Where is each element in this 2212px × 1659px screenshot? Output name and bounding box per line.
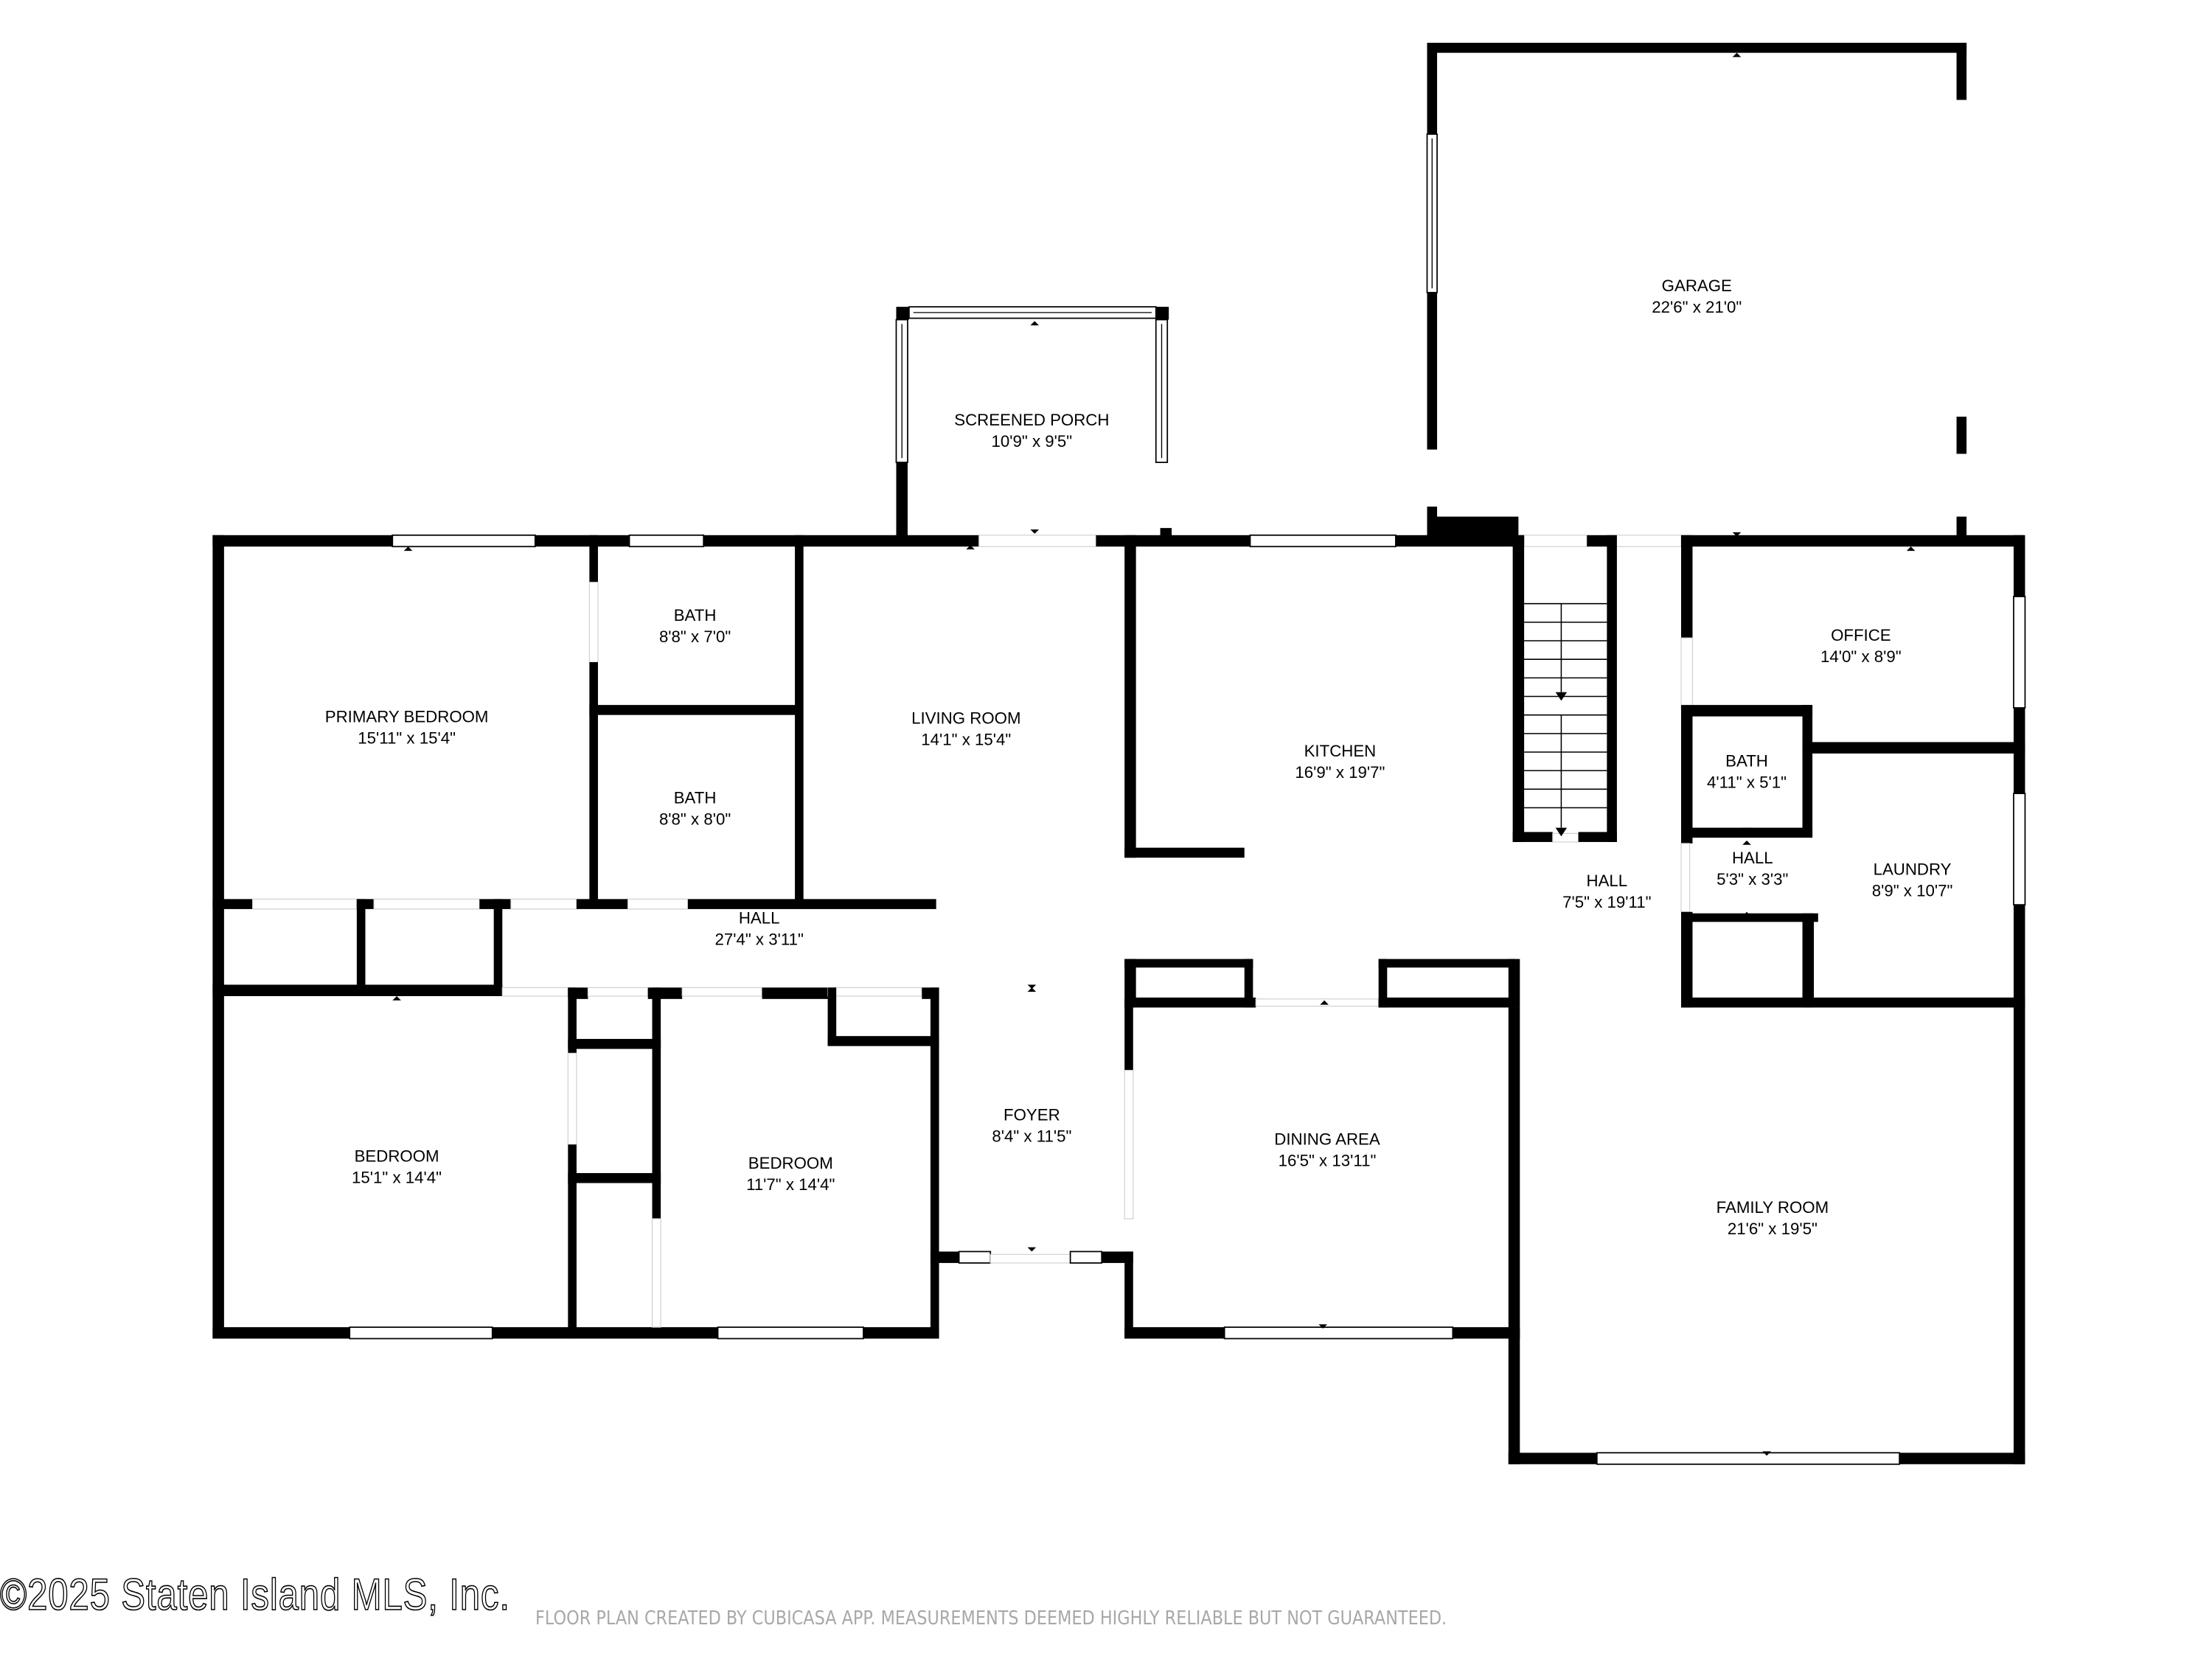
porch-walls	[895, 306, 1169, 540]
laundry-dims: 8'9" x 10'7"	[1872, 881, 1953, 900]
garage-dims: 22'6" x 21'0"	[1652, 298, 1742, 316]
office-label: OFFICE	[1831, 626, 1891, 644]
bath-small-dims: 4'11" x 5'1"	[1707, 773, 1787, 791]
bath-lower-dims: 8'8" x 8'0"	[659, 810, 731, 829]
measurement-markers	[392, 52, 1916, 1456]
dining-area-label: DINING AREA	[1274, 1130, 1380, 1148]
bedroom-right-dims: 11'7" x 14'4"	[746, 1175, 835, 1194]
garage-walls	[1426, 43, 1967, 540]
foyer-label: FOYER	[1004, 1105, 1060, 1124]
family-room-dims: 21'6" x 19'5"	[1728, 1220, 1818, 1238]
living-room-label: LIVING ROOM	[911, 709, 1020, 727]
laundry-label: LAUNDRY	[1874, 860, 1952, 878]
floor-plan-disclaimer: FLOOR PLAN CREATED BY CUBICASA APP. MEAS…	[535, 1607, 1447, 1630]
bath-upper-dims: 8'8" x 7'0"	[659, 627, 731, 646]
family-room-label: FAMILY ROOM	[1717, 1198, 1829, 1217]
copyright-watermark: ©2025 Staten Island MLS, Inc.	[0, 1569, 510, 1620]
bedroom-right-label: BEDROOM	[748, 1154, 833, 1172]
bath-upper-label: BATH	[674, 606, 717, 625]
hall-small-dims: 5'3" x 3'3"	[1717, 870, 1788, 888]
hall-main-label: HALL	[739, 908, 780, 927]
living-room-dims: 14'1" x 15'4"	[921, 730, 1011, 748]
hall-east-label: HALL	[1587, 872, 1628, 890]
bedroom-left-label: BEDROOM	[355, 1147, 439, 1165]
office-dims: 14'0" x 8'9"	[1820, 647, 1902, 666]
kitchen-label: KITCHEN	[1304, 742, 1377, 760]
kitchen-dims: 16'9" x 19'7"	[1295, 763, 1385, 782]
stair-arrow-icon	[1555, 827, 1568, 837]
hall-main-dims: 27'4" x 3'11"	[714, 930, 803, 948]
interior-walls	[212, 528, 2025, 1339]
screened-porch-label: SCREENED PORCH	[954, 411, 1109, 429]
hall-east-dims: 7'5" x 19'11"	[1562, 893, 1651, 911]
foyer-dims: 8'4" x 11'5"	[992, 1127, 1071, 1145]
bath-small-label: BATH	[1725, 751, 1768, 770]
bath-lower-label: BATH	[674, 789, 717, 807]
dining-area-dims: 16'5" x 13'11"	[1279, 1151, 1377, 1169]
screened-porch-dims: 10'9" x 9'5"	[992, 432, 1073, 451]
hall-small-label: HALL	[1732, 849, 1773, 867]
bedroom-left-dims: 15'1" x 14'4"	[352, 1169, 442, 1187]
primary-bedroom-dims: 15'11" x 15'4"	[358, 728, 456, 747]
staircase	[1524, 602, 1607, 837]
primary-bedroom-label: PRIMARY BEDROOM	[325, 707, 489, 726]
stair-arrow-icon	[1555, 692, 1568, 701]
room-labels: GARAGE 22'6" x 21'0" SCREENED PORCH 10'9…	[325, 276, 1953, 1238]
garage-label: GARAGE	[1662, 276, 1732, 295]
